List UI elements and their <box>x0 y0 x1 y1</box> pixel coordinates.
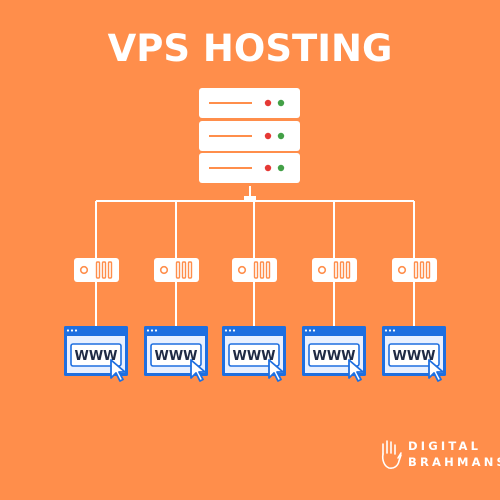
drive-bay <box>265 261 271 279</box>
window-dot <box>70 329 74 332</box>
drive-bay <box>95 261 101 279</box>
window-dot <box>304 329 308 332</box>
website-label: WWW <box>392 349 435 364</box>
server-unit-icon-3 <box>232 258 277 282</box>
window-dot <box>388 329 392 332</box>
brand-name-line-1: DIGITAL <box>408 439 482 453</box>
drive-bay <box>419 261 425 279</box>
browser-window-icon-5: WWW <box>382 326 446 382</box>
connector-hub <box>244 196 256 200</box>
window-dot <box>232 329 236 332</box>
drive-bay <box>101 261 107 279</box>
window-dot <box>308 329 312 332</box>
window-dot <box>312 329 316 332</box>
cursor-shape <box>190 359 206 382</box>
window-dot <box>228 329 232 332</box>
url-box <box>388 343 440 367</box>
led-red-icon <box>264 164 272 172</box>
power-button-icon <box>237 265 247 275</box>
browser-window-icon-3: WWW <box>222 326 286 382</box>
page-title: VPS HOSTING <box>107 27 393 70</box>
url-box <box>150 343 202 367</box>
server-unit-1 <box>199 88 300 118</box>
browser-window-icon-4: WWW <box>302 326 366 382</box>
server-unit-2 <box>199 121 300 151</box>
cursor-arrow-icon <box>348 359 364 382</box>
power-button-icon <box>79 265 89 275</box>
brand-logo: DIGITAL BRAHMANS <box>378 438 500 472</box>
cursor-shape <box>348 359 364 382</box>
server-unit-icon-5 <box>392 258 437 282</box>
drive-bay <box>181 261 187 279</box>
window-dot <box>74 329 78 332</box>
cursor-arrow-icon <box>190 359 206 382</box>
website-label: WWW <box>154 349 197 364</box>
cursor-shape <box>110 359 126 382</box>
server-rack-icon <box>199 88 300 183</box>
window-dot <box>224 329 228 332</box>
website-label: WWW <box>74 349 117 364</box>
cursor-shape <box>428 359 444 382</box>
window-dot <box>150 329 154 332</box>
power-button-icon <box>317 265 327 275</box>
drive-bay <box>425 261 431 279</box>
website-label: WWW <box>312 349 355 364</box>
power-button-icon <box>397 265 407 275</box>
led-red-icon <box>264 99 272 107</box>
window-dot <box>384 329 388 332</box>
cursor-arrow-icon <box>428 359 444 382</box>
power-button-icon <box>159 265 169 275</box>
led-green-icon <box>277 164 285 172</box>
browser-window-icon-1: WWW <box>64 326 128 382</box>
drive-bay <box>413 261 419 279</box>
window-dot <box>146 329 150 332</box>
led-green-icon <box>277 99 285 107</box>
server-unit-icon-4 <box>312 258 357 282</box>
window-dot <box>154 329 158 332</box>
drive-bay <box>107 261 113 279</box>
window-dot <box>392 329 396 332</box>
led-green-icon <box>277 132 285 140</box>
drive-bay <box>253 261 259 279</box>
drive-bay <box>339 261 345 279</box>
url-box <box>70 343 122 367</box>
cursor-arrow-icon <box>110 359 126 382</box>
connector-lines <box>95 186 415 326</box>
drive-bay <box>333 261 339 279</box>
cursor-arrow-icon <box>268 359 284 382</box>
server-unit-icon-1 <box>74 258 119 282</box>
url-box <box>308 343 360 367</box>
browser-window-icon-2: WWW <box>144 326 208 382</box>
drive-bay <box>345 261 351 279</box>
website-label: WWW <box>232 349 275 364</box>
drive-bay <box>175 261 181 279</box>
window-dot <box>66 329 70 332</box>
brand-name-line-2: BRAHMANS <box>408 455 500 469</box>
url-box <box>228 343 280 367</box>
server-unit-3 <box>199 153 300 183</box>
hand-logo-icon <box>381 440 402 469</box>
drive-bay <box>259 261 265 279</box>
led-red-icon <box>264 132 272 140</box>
server-unit-icon-2 <box>154 258 199 282</box>
drive-bay <box>187 261 193 279</box>
cursor-shape <box>268 359 284 382</box>
